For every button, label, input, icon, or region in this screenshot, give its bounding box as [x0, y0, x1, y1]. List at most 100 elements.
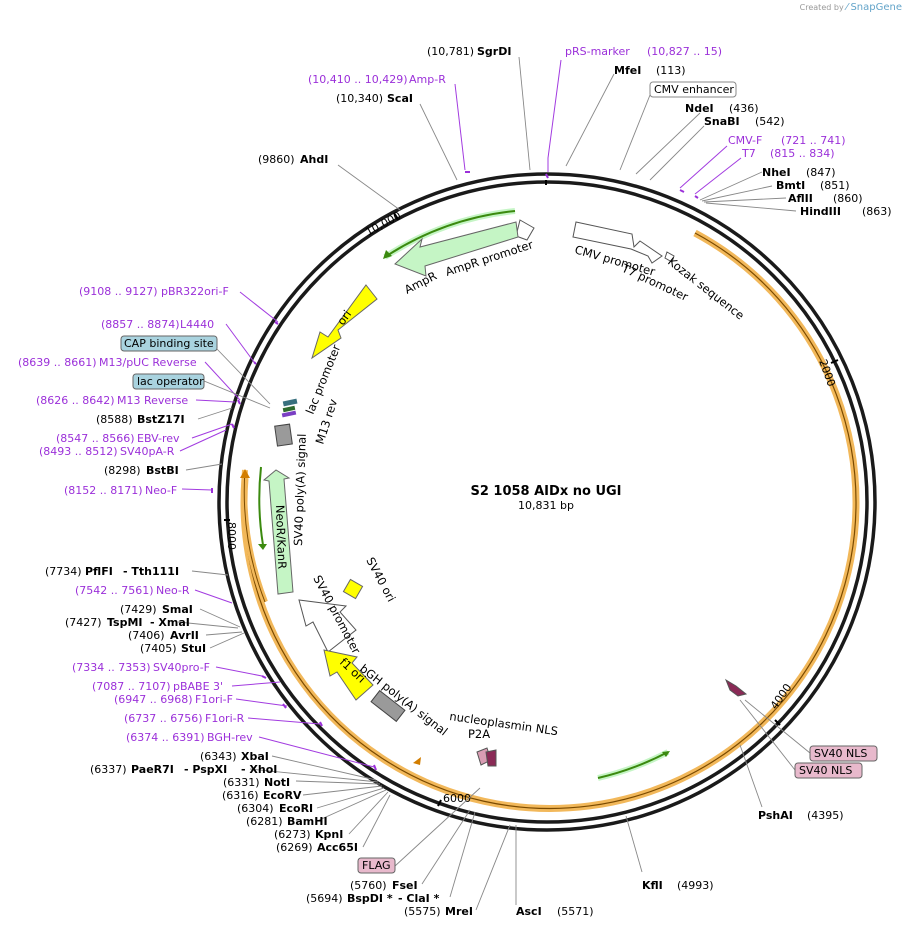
- kozak-shape[interactable]: [664, 251, 675, 263]
- flag-label: FLAG: [362, 859, 391, 872]
- primer-cmvf[interactable]: CMV-F: [728, 134, 762, 147]
- cmv-promoter-shape[interactable]: [572, 221, 663, 264]
- primer-pbr[interactable]: pBR322ori-F: [161, 285, 229, 298]
- primer-f1orir[interactable]: F1ori-R: [205, 712, 245, 725]
- sv40-nls-box-2[interactable]: [794, 762, 863, 779]
- enzyme-bstz17i[interactable]: BstZ17I: [137, 413, 185, 426]
- enzyme-bamhi[interactable]: BamHI: [287, 815, 328, 828]
- sv40-nls-box-1[interactable]: [809, 745, 878, 762]
- snapgene-brand: Created by ⁄ SnapGene: [800, 2, 902, 13]
- primer-marks: [211, 171, 699, 771]
- enzyme-clai[interactable]: - ClaI *: [398, 892, 440, 905]
- enzyme-fsei[interactable]: FseI: [392, 879, 418, 892]
- lac-operator-box[interactable]: [132, 373, 205, 390]
- lac-promoter-shape[interactable]: [282, 398, 298, 407]
- enzyme-aflii[interactable]: AflII: [788, 192, 813, 205]
- f1-ori-shape[interactable]: [323, 649, 374, 701]
- enzyme-acc65i[interactable]: Acc65I: [317, 841, 358, 854]
- enzyme-hindiii[interactable]: HindIII: [800, 205, 841, 218]
- primer-l4440[interactable]: L4440: [180, 318, 214, 331]
- primer-ebv[interactable]: EBV-rev: [137, 432, 180, 445]
- primer-f1orif[interactable]: F1ori-F: [195, 693, 233, 706]
- enzyme-kpni[interactable]: KpnI: [315, 828, 343, 841]
- enzyme-mrei[interactable]: MreI: [445, 905, 473, 918]
- neor-shape[interactable]: [262, 469, 294, 595]
- tick-marks: [224, 212, 839, 807]
- nls-green-arc[interactable]: [597, 749, 670, 781]
- primer-prs[interactable]: pRS-marker: [565, 45, 630, 58]
- enzyme-nhei[interactable]: NheI: [762, 166, 791, 179]
- primer-pbabe[interactable]: pBABE 3': [173, 680, 223, 693]
- primer-pos-cmvf: (721 .. 741): [781, 134, 846, 147]
- primer-m13puc[interactable]: M13/pUC Reverse: [99, 356, 197, 369]
- enzyme-noti[interactable]: NotI: [264, 776, 290, 789]
- primer-ampr[interactable]: Amp-R: [409, 73, 446, 86]
- enzyme-pos-hindiii: (863): [862, 205, 892, 218]
- flag-box[interactable]: [357, 857, 396, 874]
- enzyme-mfei[interactable]: MfeI: [614, 64, 641, 77]
- enzyme-paer7i[interactable]: PaeR7I: [131, 763, 174, 776]
- enzyme-scai[interactable]: ScaI: [387, 92, 413, 105]
- enzyme-tth111i[interactable]: - Tth111I: [123, 565, 179, 578]
- enzyme-tspmi[interactable]: TspMI: [107, 616, 143, 629]
- neo-orf-arrowhead: [240, 469, 250, 478]
- tick-8000: 8000: [225, 522, 238, 550]
- ori-shape[interactable]: [311, 284, 378, 360]
- bgh-polya-shape[interactable]: [370, 689, 406, 723]
- cmv-enhancer-box[interactable]: [649, 81, 737, 98]
- primer-pos-neof: (8152 .. 8171): [64, 484, 143, 497]
- enzyme-bspdi[interactable]: BspDI *: [347, 892, 393, 905]
- enzyme-sgrdi[interactable]: SgrDI: [477, 45, 511, 58]
- primer-pos-f1orir: (6737 .. 6756): [124, 712, 203, 725]
- primer-sv40pro[interactable]: SV40pro-F: [153, 661, 210, 674]
- primer-neof[interactable]: Neo-F: [145, 484, 177, 497]
- enzyme-bmti[interactable]: BmtI: [776, 179, 805, 192]
- created-by-text: Created by: [799, 3, 844, 12]
- enzyme-stui[interactable]: StuI: [181, 642, 206, 655]
- primer-neor[interactable]: Neo-R: [156, 584, 190, 597]
- enzyme-pshai[interactable]: PshAI: [758, 809, 793, 822]
- enzyme-asci[interactable]: AscI: [516, 905, 542, 918]
- enzyme-ecori[interactable]: EcoRI: [279, 802, 313, 815]
- cmv-enhancer-label: CMV enhancer: [654, 83, 734, 96]
- enzyme-pspxi[interactable]: - PspXI: [184, 763, 227, 776]
- neo-orf-arc-line: [243, 469, 266, 603]
- enzyme-pflfi[interactable]: PflFI: [85, 565, 113, 578]
- primer-m13r[interactable]: M13 Reverse: [117, 394, 188, 407]
- enzyme-smai[interactable]: SmaI: [162, 603, 193, 616]
- sv40-polya-shape[interactable]: [274, 423, 293, 447]
- enzyme-xhoi[interactable]: - XhoI: [241, 763, 277, 776]
- ampr-shape[interactable]: [394, 221, 519, 277]
- sv40-nls-shape[interactable]: [724, 678, 748, 697]
- cap-box[interactable]: [120, 335, 218, 352]
- nucleoplasmin-nls-shape[interactable]: [485, 749, 497, 767]
- enzyme-xbai[interactable]: XbaI: [241, 750, 269, 763]
- ampr-promoter-shape[interactable]: [515, 219, 535, 241]
- enzyme-avrii[interactable]: AvrII: [170, 629, 199, 642]
- primer-bgh[interactable]: BGH-rev: [207, 731, 253, 744]
- primer-sv40par[interactable]: SV40pA-R: [120, 445, 175, 458]
- enzyme-pos-bstbi: (8298): [104, 464, 141, 477]
- m13-shape[interactable]: [281, 410, 297, 418]
- enzyme-ahdi[interactable]: AhdI: [300, 153, 328, 166]
- label-sv40-polya: SV40 poly(A) signal: [291, 433, 309, 546]
- ampr-arc-arrowhead: [383, 250, 392, 259]
- snapgene-logo-icon: ⁄: [846, 2, 848, 13]
- primer-pos-pbr: (9108 .. 9127): [79, 285, 158, 298]
- primer-t7[interactable]: T7: [741, 147, 756, 160]
- enzyme-ecorv[interactable]: EcoRV: [263, 789, 302, 802]
- enzyme-kfli[interactable]: KflI: [642, 879, 663, 892]
- cap-shape[interactable]: [282, 405, 296, 413]
- neo-green-arc[interactable]: [258, 466, 264, 546]
- enzyme-pos-ndei: (436): [729, 102, 759, 115]
- enzyme-bstbi[interactable]: BstBI: [146, 464, 179, 477]
- sv40-ori-shape[interactable]: [342, 578, 364, 600]
- enzyme-xmai[interactable]: - XmaI: [150, 616, 190, 629]
- primer-pos-ebv: (8547 .. 8566): [56, 432, 135, 445]
- enzyme-snabi[interactable]: SnaBI: [704, 115, 740, 128]
- sv40-promoter-shape[interactable]: [298, 599, 357, 653]
- enzyme-pos-xbai: (6343): [200, 750, 237, 763]
- enzyme-ndei[interactable]: NdeI: [685, 102, 714, 115]
- enzyme-pos-sgrdi: (10,781): [427, 45, 474, 58]
- enzyme-pos-bstz17i: (8588): [96, 413, 133, 426]
